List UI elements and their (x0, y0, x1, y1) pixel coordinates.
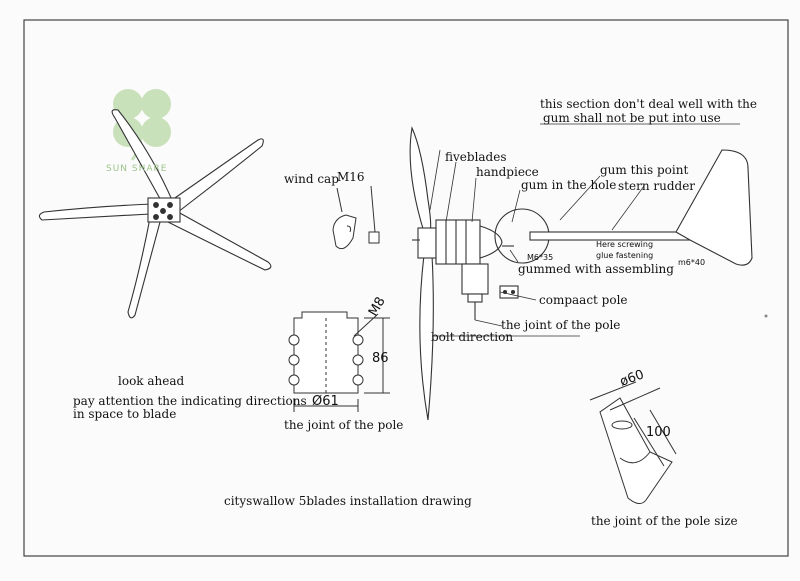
bolt-direction-label: bolt direction (431, 330, 514, 344)
look-ahead-label: look ahead (118, 374, 185, 388)
drawing-title: cityswallow 5blades installation drawing (224, 494, 472, 508)
screw-m6-40-label: m6*40 (678, 258, 706, 267)
pole-size-caption: the joint of the pole size (591, 514, 738, 528)
direction-note-line2: in space to blade (73, 407, 177, 421)
watermark-text: SUN SHARE (106, 164, 168, 174)
gummed-assembling-label: gummed with assembling (518, 262, 674, 276)
five-blades-label: fiveblades (445, 150, 507, 164)
compact-pole-label: compaact pole (539, 293, 628, 307)
warning-line1: this section don't deal well with the (540, 97, 757, 111)
here-screwing-label: Here screwing (596, 240, 654, 249)
pole-joint-caption: the joint of the pole (284, 418, 404, 432)
gum-in-hole-label: gum in the hole (521, 178, 617, 192)
pole-joint-section (288, 311, 390, 412)
pole-joint-height: 86 (372, 351, 389, 366)
wind-cap-bolt-label: M16 (337, 170, 365, 184)
screw-m6-35-label: M6*35 (527, 253, 554, 262)
stern-rudder-label: stern rudder (618, 179, 696, 193)
page-border (23, 19, 789, 557)
rotor-front-view (38, 109, 272, 319)
wind-cap-part (332, 185, 380, 250)
gum-this-point-label: gum this point (600, 163, 689, 177)
margin-mark (764, 314, 768, 318)
wind-cap-label: wind cap (284, 172, 339, 186)
handpiece-label: handpiece (476, 165, 539, 179)
direction-note-line1: pay attention the indicating directions (73, 394, 307, 408)
assembly-joint-label: the joint of the pole (501, 318, 621, 332)
glue-fastening-label: glue fastening (596, 251, 654, 260)
pole-size-tube (589, 381, 677, 504)
pole-size-length: 100 (646, 425, 671, 440)
leader-lines (429, 123, 740, 337)
side-assembly (409, 126, 753, 421)
pole-joint-diameter: Ø61 (312, 394, 339, 409)
warning-line2: gum shall not be put into use (543, 111, 721, 125)
